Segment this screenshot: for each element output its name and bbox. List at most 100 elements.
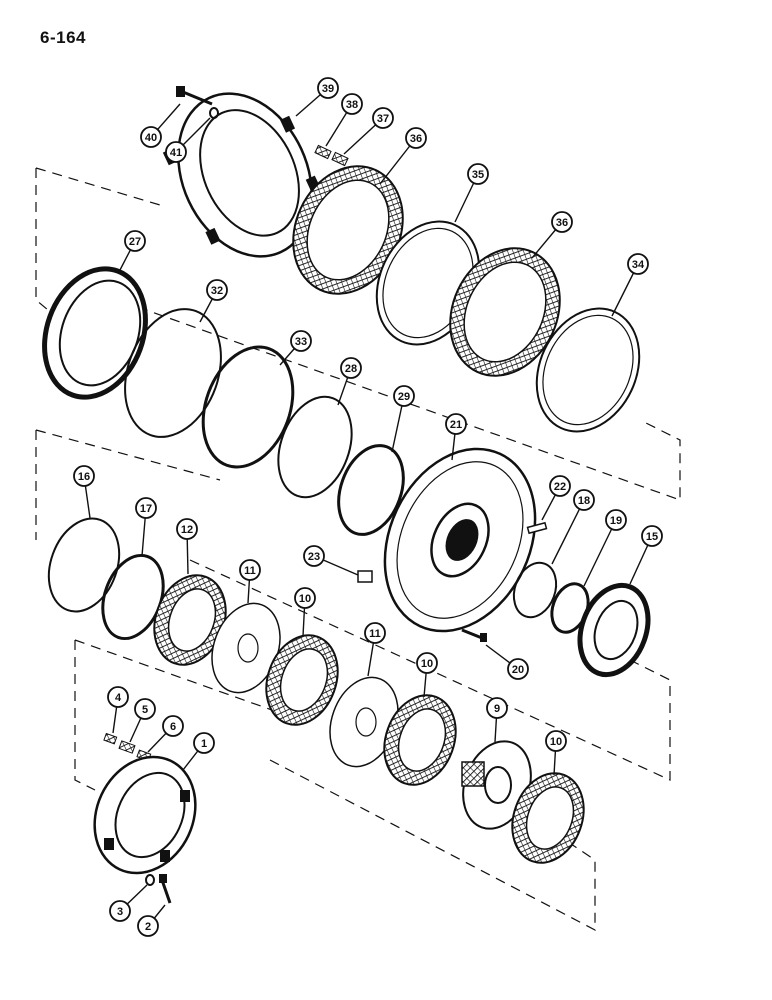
callout-label-21: 21 [450, 419, 462, 431]
callout-bubble-39 [317, 77, 339, 99]
part-36-friction-disc-2 [449, 247, 561, 377]
callout-label-10b: 10 [421, 658, 433, 670]
callout-bubble-12 [176, 518, 198, 540]
group-outline-upper [35, 167, 681, 501]
part-12-friction-plate [153, 574, 227, 666]
callout-bubble-4 [107, 686, 129, 708]
callout-label-2: 2 [145, 921, 151, 933]
callout-bubble-22 [549, 475, 571, 497]
callout-label-36b: 36 [556, 217, 568, 229]
callout-label-38: 38 [346, 99, 358, 111]
callout-label-28: 28 [345, 363, 357, 375]
callout-label-3: 3 [117, 906, 123, 918]
callout-label-4: 4 [115, 692, 122, 704]
callout-bubble-1 [193, 732, 215, 754]
callout-bubble-23 [303, 545, 325, 567]
callout-leader-19 [583, 519, 617, 587]
part-18-ring [512, 561, 558, 619]
callout-label-40: 40 [145, 132, 157, 144]
callout-label-20: 20 [512, 664, 524, 676]
callout-bubble-17 [135, 497, 157, 519]
callout-bubble-40 [140, 126, 162, 148]
part-38-spring [314, 144, 332, 160]
callout-bubble-15 [641, 525, 663, 547]
callout-bubble-2 [137, 915, 159, 937]
callout-bubble-29 [393, 385, 415, 407]
part-10-friction-plate-3 [511, 772, 585, 864]
callout-bubble-27 [124, 230, 146, 252]
part-10-friction-plate-2 [383, 694, 457, 786]
callout-bubble-33 [290, 330, 312, 352]
callout-label-5: 5 [142, 704, 148, 716]
part-28-ring [277, 395, 353, 499]
callout-label-29: 29 [398, 391, 410, 403]
callout-label-15: 15 [646, 531, 658, 543]
callout-bubble-10b [416, 652, 438, 674]
callout-label-6: 6 [170, 721, 176, 733]
callout-bubble-16 [73, 465, 95, 487]
callout-label-9: 9 [494, 703, 500, 715]
part-36-friction-disc [292, 165, 404, 295]
group-outline-lower [74, 639, 596, 931]
callout-label-33: 33 [295, 336, 307, 348]
callout-bubble-32 [206, 279, 228, 301]
callout-label-32: 32 [211, 285, 223, 297]
callout-layer: 3938373635363440412732332829212218191516… [73, 77, 663, 937]
callout-bubble-36b [551, 211, 573, 233]
part-10-friction-plate [265, 634, 339, 726]
part-21-carrier [383, 447, 537, 633]
callout-label-35: 35 [472, 169, 484, 181]
callout-bubble-28 [340, 357, 362, 379]
part-4-pin [103, 732, 118, 745]
callout-bubble-20 [507, 658, 529, 680]
callout-label-10a: 10 [299, 593, 311, 605]
part-33-o-ring [201, 345, 295, 469]
callout-label-1: 1 [201, 738, 207, 750]
callout-label-11a: 11 [244, 565, 256, 577]
callout-label-10c: 10 [550, 736, 562, 748]
callout-bubble-3 [109, 900, 131, 922]
callout-label-18: 18 [578, 495, 590, 507]
part-40-bolt [176, 86, 213, 106]
part-11-disc-2 [329, 676, 399, 768]
callout-bubble-41 [165, 141, 187, 163]
callout-bubble-5 [134, 698, 156, 720]
callout-bubble-37 [372, 107, 394, 129]
part-37-spring [331, 151, 349, 167]
callout-label-34: 34 [632, 259, 645, 271]
callout-label-22: 22 [554, 481, 566, 493]
callout-leader-18 [551, 499, 585, 565]
part-20-bolt [461, 628, 487, 642]
callout-bubble-38 [341, 93, 363, 115]
callout-bubble-18 [573, 489, 595, 511]
callout-bubble-10c [545, 730, 567, 752]
part-16-ring [47, 517, 121, 613]
part-29-o-ring [337, 444, 405, 536]
part-1-housing [93, 755, 197, 875]
callout-label-37: 37 [377, 113, 389, 125]
part-23-bushing [357, 570, 373, 583]
callout-bubble-35 [467, 163, 489, 185]
part-22-pin [526, 521, 548, 535]
part-41-washer [209, 107, 219, 119]
callout-label-39: 39 [322, 83, 334, 95]
callout-label-41: 41 [170, 147, 182, 159]
part-9-hub [461, 740, 532, 830]
callout-bubble-11a [239, 559, 261, 581]
part-27-piston [42, 266, 148, 400]
callout-bubble-11b [364, 622, 386, 644]
callout-label-17: 17 [140, 503, 152, 515]
part-15-seal [577, 582, 651, 678]
callout-label-23: 23 [308, 551, 320, 563]
callout-bubble-19 [605, 509, 627, 531]
callout-label-36a: 36 [410, 133, 422, 145]
part-3-washer [145, 874, 155, 886]
callout-label-27: 27 [129, 236, 141, 248]
part-32-seal [124, 308, 222, 438]
part-34-steel-plate [535, 307, 641, 433]
part-5-spring [118, 740, 136, 754]
callout-bubble-6 [162, 715, 184, 737]
callout-bubble-36a [405, 127, 427, 149]
callout-bubble-34 [627, 253, 649, 275]
